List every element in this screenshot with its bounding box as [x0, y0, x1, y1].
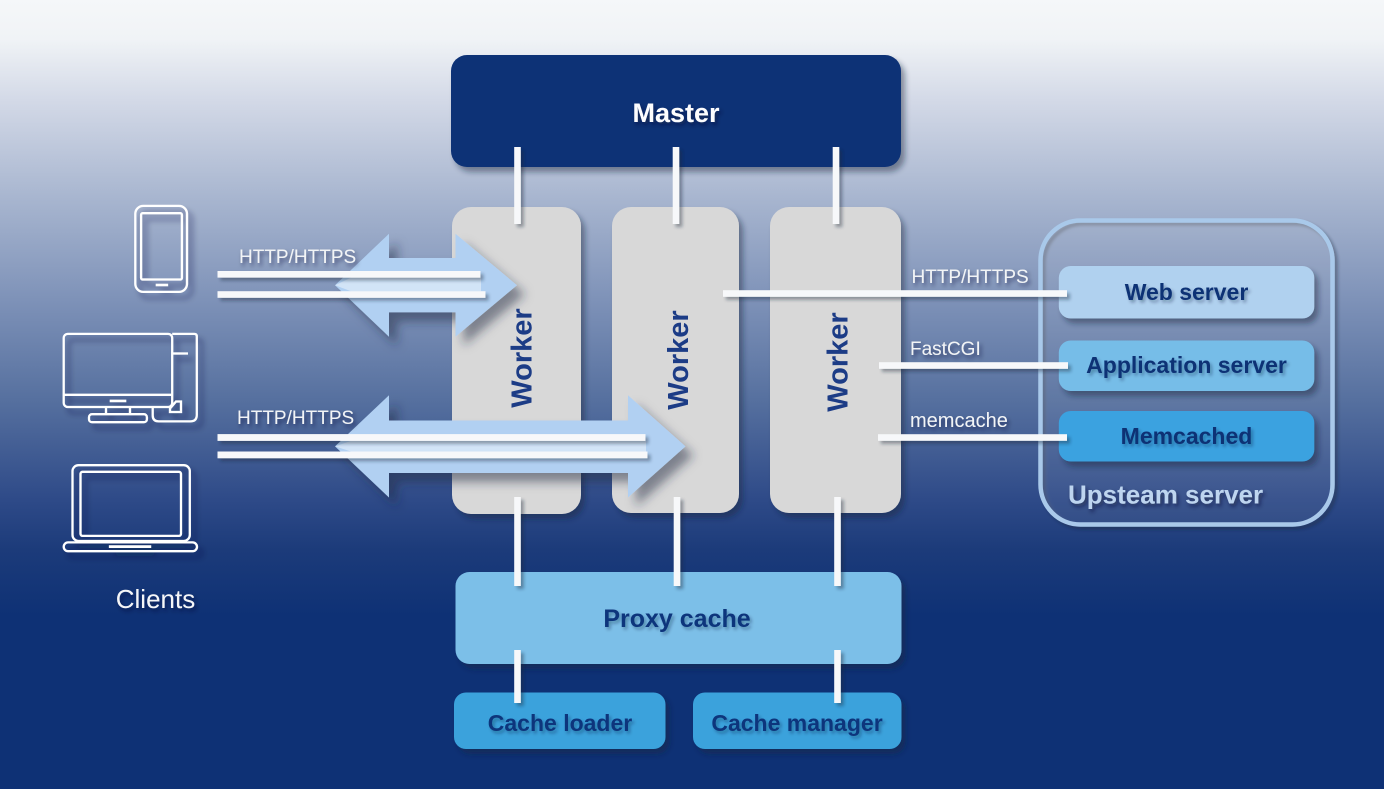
- svg-text:HTTP/HTTPS: HTTP/HTTPS: [239, 247, 356, 268]
- svg-text:HTTP/HTTPS: HTTP/HTTPS: [237, 408, 354, 429]
- svg-text:Worker: Worker: [663, 310, 695, 409]
- svg-text:Cache loader: Cache loader: [488, 710, 632, 736]
- svg-text:Application server: Application server: [1086, 352, 1287, 378]
- svg-text:Memcached: Memcached: [1121, 423, 1253, 449]
- svg-text:memcache: memcache: [910, 410, 1008, 432]
- svg-text:Web server: Web server: [1125, 279, 1249, 305]
- svg-text:Cache manager: Cache manager: [711, 710, 882, 736]
- svg-text:Worker: Worker: [823, 312, 855, 411]
- svg-text:Worker: Worker: [507, 308, 539, 407]
- svg-text:Proxy cache: Proxy cache: [603, 605, 750, 633]
- svg-text:Master: Master: [632, 98, 720, 128]
- svg-text:FastCGI: FastCGI: [910, 339, 981, 360]
- svg-text:Upsteam server: Upsteam server: [1068, 480, 1263, 510]
- svg-text:HTTP/HTTPS: HTTP/HTTPS: [912, 267, 1029, 288]
- svg-text:Clients: Clients: [116, 584, 195, 614]
